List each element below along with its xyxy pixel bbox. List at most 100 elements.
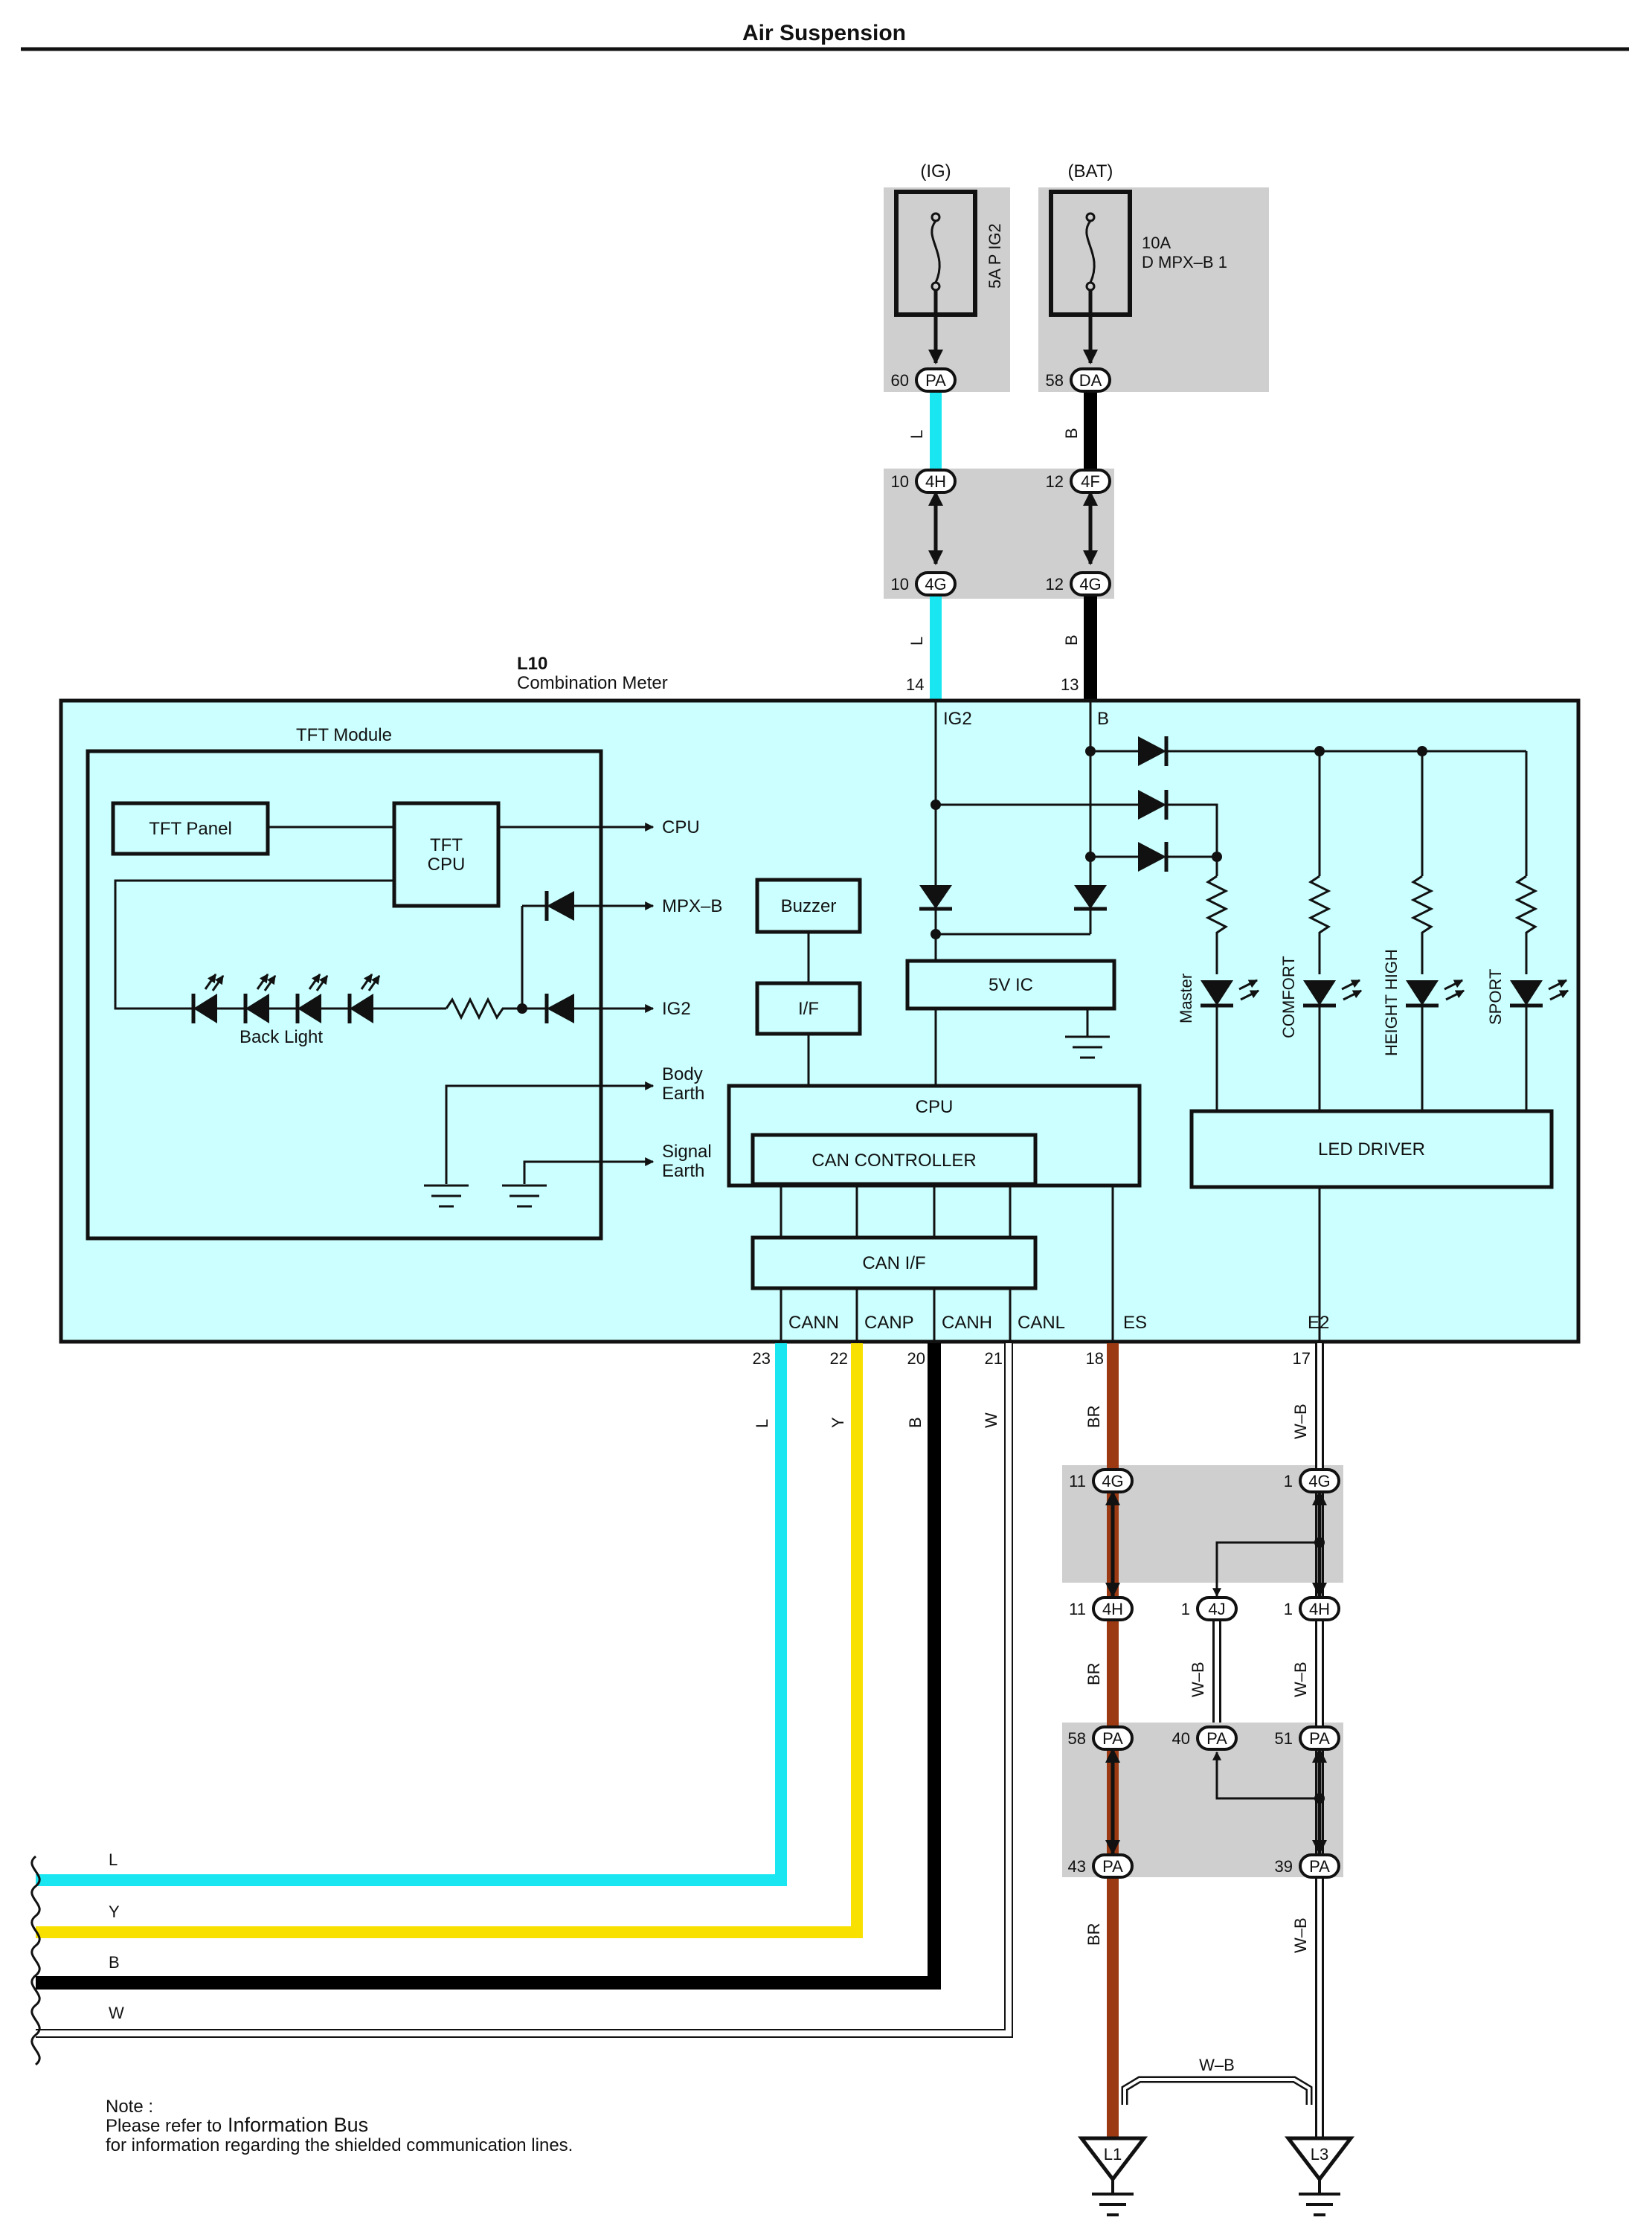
connector-pa-39-pin: 39 (1275, 1857, 1293, 1876)
connector-4g-11-pin: 11 (1069, 1472, 1086, 1490)
connector-4h-10 (915, 469, 957, 494)
meter-term-ig2: IG2 (943, 709, 972, 729)
connector-da-58-pin: 58 (1046, 371, 1064, 390)
can-if-box (751, 1235, 1038, 1290)
connector-4h-1-label: 4H (1309, 1600, 1330, 1618)
page-title: Air Suspension (742, 21, 906, 45)
wire-wb-shield-outline (1121, 2076, 1313, 2105)
backlight-resistor-icon (445, 997, 522, 1020)
connector-da-58 (1070, 367, 1111, 393)
connector-pa-58-pin: 58 (1068, 1729, 1086, 1748)
connector-4g-1 (1299, 1468, 1340, 1493)
fuse-bat-name: D MPX–B 1 (1142, 253, 1227, 271)
connector-4g-10-pin: 10 (891, 575, 909, 594)
tft-out-ig2: IG2 (662, 999, 691, 1019)
ground-l3-label: L3 (1311, 2145, 1328, 2164)
connector-pa-58 (1092, 1725, 1134, 1751)
meter-pin-14: 14 (906, 675, 924, 694)
connector-4h-10-pin: 10 (891, 472, 909, 491)
combination-meter-box (59, 698, 1581, 1344)
wire-label-can-l: L (753, 1419, 771, 1428)
tft-cpu-label-2: CPU (428, 855, 466, 875)
note-link-information-bus[interactable]: Information Bus (228, 2114, 368, 2136)
connector-pa-43 (1092, 1853, 1134, 1879)
ic-5v-box (905, 959, 1116, 1011)
wire-label-wb-2: W–B (1189, 1662, 1207, 1697)
connector-pa-43-pin: 43 (1068, 1857, 1086, 1876)
connector-4g-11-label: 4G (1102, 1472, 1123, 1490)
bus-label-w: W (109, 2004, 124, 2022)
meter-term-es: ES (1123, 1313, 1147, 1333)
meter-term-e2: E2 (1308, 1313, 1329, 1333)
wire-can-w (36, 1343, 1012, 2036)
led-driver-box (1189, 1109, 1554, 1189)
connector-4j-1-label: 4J (1208, 1600, 1225, 1618)
connector-4g-1-pin: 1 (1284, 1472, 1293, 1490)
meter-name: Combination Meter (517, 673, 668, 693)
wire-can-b (36, 1343, 941, 1990)
connector-4j-1-pin: 1 (1181, 1600, 1190, 1618)
connector-4h-1-pin: 1 (1284, 1600, 1293, 1618)
fuse-ig-label: 5A P IG2 (986, 223, 1004, 289)
body-earth-label-1: Body (662, 1064, 703, 1084)
led-branch-sport (1510, 751, 1569, 1111)
signal-earth-label-2: Earth (662, 1161, 704, 1181)
connector-4g-1-label: 4G (1308, 1472, 1330, 1490)
meter-pin-21: 21 (985, 1349, 1003, 1368)
bat-label: (BAT) (1068, 161, 1113, 181)
wire-label-br-1: BR (1084, 1405, 1103, 1428)
cpu-label: CPU (916, 1097, 954, 1117)
wire-label-can-b: B (906, 1417, 925, 1428)
meter-pin-22: 22 (830, 1349, 848, 1368)
tft-module-box (86, 749, 603, 1241)
connector-pa-43-label: PA (1102, 1857, 1123, 1876)
led-branch-master (1201, 857, 1260, 1111)
wire-label-wb-shield: W–B (1199, 2056, 1235, 2074)
connector-4g-12-pin: 12 (1046, 575, 1064, 594)
can-if-label: CAN I/F (862, 1253, 925, 1273)
fuse-box-ig (884, 187, 1010, 392)
connector-4h-1 (1299, 1596, 1340, 1621)
meter-term-b: B (1097, 709, 1109, 729)
signal-earth-label-1: Signal (662, 1142, 712, 1162)
connector-4g-12 (1070, 571, 1111, 596)
power-section: (IG) (BAT) 5A P IG2 10A D MPX–B 1 (884, 161, 1269, 599)
meter-term-canp: CANP (864, 1313, 914, 1333)
note-title: Note : (106, 2097, 153, 2117)
bus-label-y: Y (109, 1902, 120, 1921)
ground-icon-signal (502, 1184, 547, 1208)
tft-out-cpu: CPU (662, 817, 700, 837)
note-line-3: for information regarding the shielded c… (106, 2135, 573, 2155)
wire-can-l (36, 1343, 787, 1886)
meter-pin-23: 23 (753, 1349, 771, 1368)
meter-pin-17: 17 (1293, 1349, 1311, 1368)
led-branch-height-high (1406, 751, 1465, 1111)
led-label-height-high: HEIGHT HIGH (1382, 949, 1401, 1056)
connector-pa-39-label: PA (1309, 1857, 1330, 1876)
connector-4g-12-label: 4G (1079, 575, 1101, 594)
wire-can-y (36, 1343, 863, 1938)
meter-term-cann: CANN (788, 1313, 839, 1333)
led-branch-comfort (1303, 751, 1363, 1111)
wire-label-br-3: BR (1084, 1923, 1103, 1946)
wire-label-l-1: L (907, 430, 926, 439)
bus-label-l: L (109, 1850, 118, 1869)
connector-da-58-label: DA (1079, 371, 1102, 390)
wire-label-l-2: L (907, 637, 926, 646)
connector-pa-51 (1299, 1725, 1340, 1751)
tft-panel-box (111, 801, 270, 856)
connector-4g-10 (915, 571, 957, 596)
connector-4g-11 (1092, 1468, 1134, 1493)
bus-label-b: B (109, 1953, 120, 1972)
diode-ig2-icon (544, 994, 574, 1023)
connector-pa-60 (915, 367, 957, 393)
tft-out-mpxb: MPX–B (662, 896, 722, 916)
wire-label-b-2: B (1062, 634, 1081, 646)
led-label-comfort: COMFORT (1279, 956, 1298, 1038)
connector-pa-58-label: PA (1102, 1729, 1123, 1748)
led-label-sport: SPORT (1486, 969, 1505, 1025)
ground-l1-label: L1 (1104, 2145, 1122, 2164)
led-label-master: Master (1177, 974, 1195, 1023)
backlight-led-icons (191, 974, 381, 1023)
ground-icon-5v (1065, 1035, 1110, 1059)
